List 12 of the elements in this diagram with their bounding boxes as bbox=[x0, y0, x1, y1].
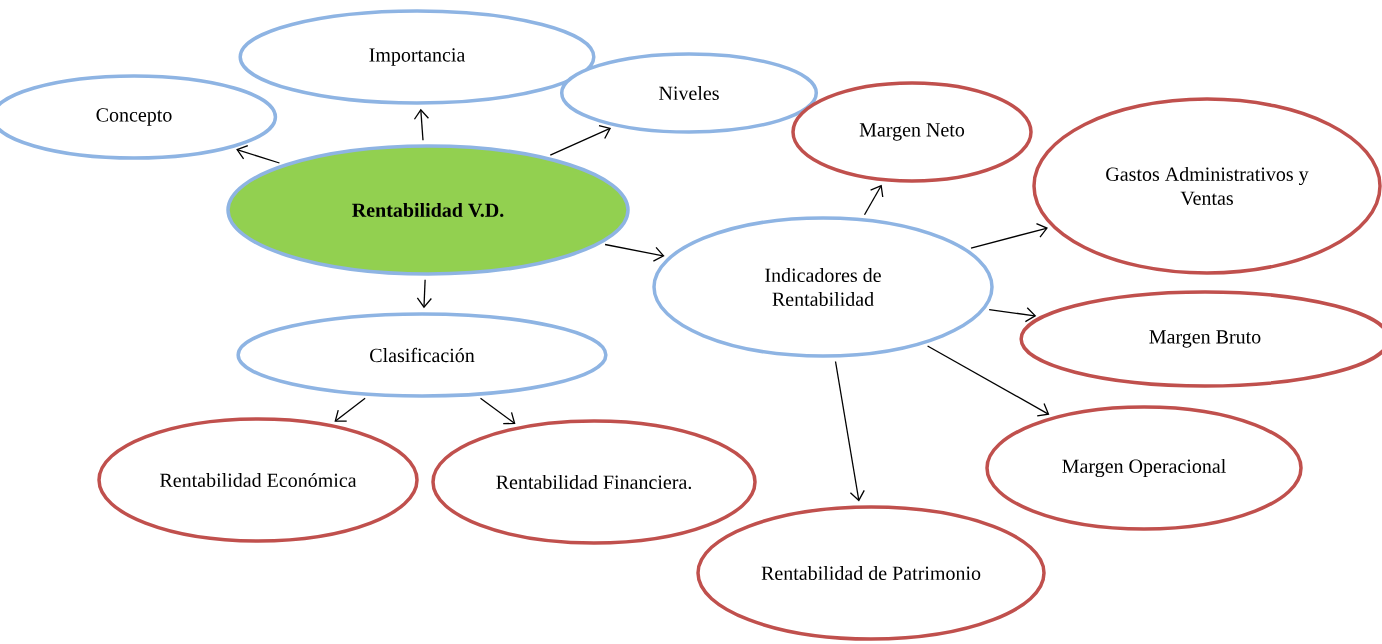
arrow bbox=[334, 397, 366, 422]
arrow bbox=[236, 145, 281, 164]
arrow bbox=[416, 279, 432, 309]
arrow bbox=[604, 243, 665, 262]
arrow bbox=[970, 222, 1048, 249]
arrow bbox=[479, 397, 516, 425]
arrow bbox=[926, 345, 1050, 417]
arrow bbox=[863, 184, 884, 216]
arrow bbox=[988, 307, 1037, 323]
arrow bbox=[549, 125, 612, 156]
arrow bbox=[834, 360, 865, 502]
arrow bbox=[413, 108, 430, 141]
